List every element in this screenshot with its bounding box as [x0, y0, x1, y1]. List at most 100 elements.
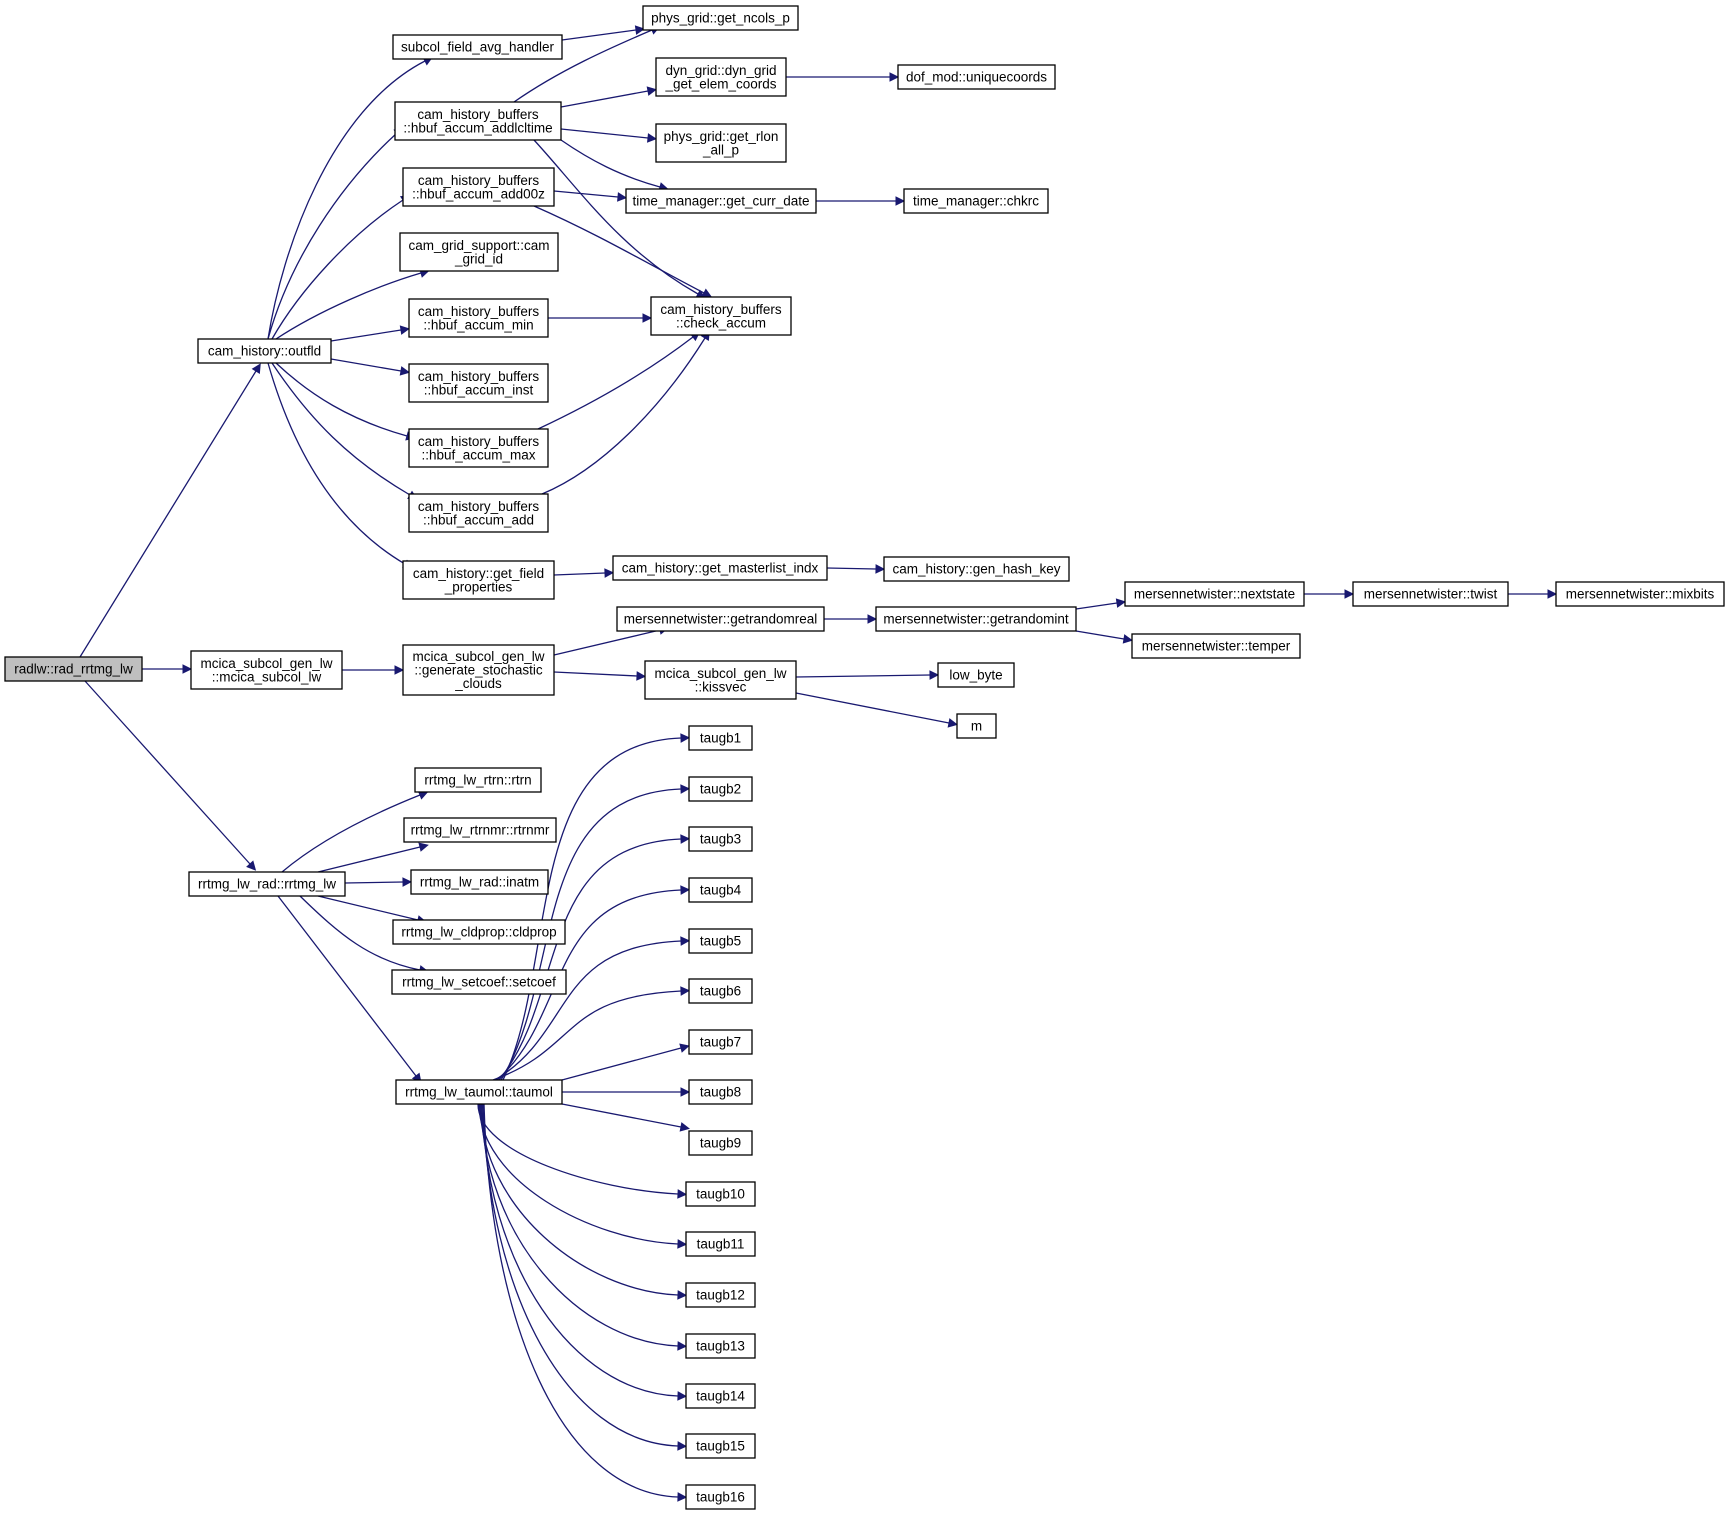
- node-label: rrtmg_lw_rad::inatm: [420, 875, 539, 890]
- node-label: ::check_accum: [676, 315, 766, 330]
- edge-line: [826, 567, 877, 570]
- node-label: low_byte: [949, 668, 1002, 683]
- node-taumol[interactable]: rrtmg_lw_taumol::taumol: [395, 1079, 563, 1105]
- node-chkrc[interactable]: time_manager::chkrc: [903, 188, 1049, 214]
- edge-taumol-to-taugb6: [492, 986, 691, 1081]
- node-gen-hash-key[interactable]: cam_history::gen_hash_key: [883, 556, 1070, 582]
- node-low-byte[interactable]: low_byte: [937, 662, 1015, 688]
- node-cldprop[interactable]: rrtmg_lw_cldprop::cldprop: [392, 919, 566, 945]
- node-hbuf-accum-max[interactable]: cam_history_buffers::hbuf_accum_max: [408, 428, 549, 468]
- node-get-ncols-p[interactable]: phys_grid::get_ncols_p: [642, 5, 799, 31]
- node-rad-rrtmg-lw[interactable]: radlw::rad_rrtmg_lw: [4, 656, 143, 682]
- node-box: [395, 1079, 563, 1105]
- node-rtrn[interactable]: rrtmg_lw_rtrn::rtrn: [414, 767, 542, 793]
- arrowhead-icon: [677, 1239, 688, 1249]
- node-box: [642, 5, 799, 31]
- node-hbuf-accum-addlcltime[interactable]: cam_history_buffers::hbuf_accum_addlclti…: [394, 101, 562, 141]
- node-kissvec[interactable]: mcica_subcol_gen_lw::kissvec: [644, 660, 797, 700]
- node-dyn-grid-get-elem-coords[interactable]: dyn_grid::dyn_grid_get_elem_coords: [655, 57, 787, 97]
- node-label: rrtmg_lw_taumol::taumol: [405, 1085, 553, 1100]
- node-cam-grid-id[interactable]: cam_grid_support::cam_grid_id: [399, 232, 559, 272]
- node-taugb2[interactable]: taugb2: [688, 776, 753, 802]
- node-hbuf-accum-add[interactable]: cam_history_buffers::hbuf_accum_add: [408, 493, 549, 533]
- node-generate-stochastic-clouds[interactable]: mcica_subcol_gen_lw::generate_stochastic…: [402, 644, 555, 696]
- node-box: [956, 713, 997, 739]
- node-box: [685, 1484, 756, 1510]
- node-get-curr-date[interactable]: time_manager::get_curr_date: [625, 188, 817, 214]
- node-taugb9[interactable]: taugb9: [688, 1130, 753, 1156]
- edge-taumol-to-taugb12: [479, 1103, 688, 1300]
- node-taugb16[interactable]: taugb16: [685, 1484, 756, 1510]
- node-label: mcica_subcol_gen_lw: [200, 656, 332, 671]
- arrowhead-icon: [617, 192, 628, 202]
- arrowhead-icon: [680, 733, 691, 743]
- node-label: _grid_id: [454, 251, 503, 266]
- node-rrtmg-lw[interactable]: rrtmg_lw_rad::rrtmg_lw: [188, 871, 346, 897]
- node-taugb13[interactable]: taugb13: [685, 1333, 756, 1359]
- node-label: rrtmg_lw_cldprop::cldprop: [401, 925, 556, 940]
- node-label: taugb14: [696, 1389, 745, 1404]
- edge-line: [477, 1103, 679, 1195]
- node-uniquecoords[interactable]: dof_mod::uniquecoords: [897, 64, 1056, 90]
- arrowhead-icon: [895, 196, 906, 206]
- node-outfld[interactable]: cam_history::outfld: [197, 338, 332, 364]
- node-box: [937, 662, 1015, 688]
- node-nextstate[interactable]: mersennetwister::nextstate: [1124, 581, 1305, 607]
- edge-line: [330, 358, 402, 372]
- node-label: cam_history_buffers: [660, 302, 782, 317]
- node-taugb10[interactable]: taugb10: [685, 1181, 756, 1207]
- node-box: [408, 363, 549, 403]
- edge-taumol-to-taugb10: [477, 1103, 688, 1199]
- node-taugb12[interactable]: taugb12: [685, 1282, 756, 1308]
- edge-line: [513, 29, 653, 103]
- node-get-masterlist-indx[interactable]: cam_history::get_masterlist_indx: [612, 555, 828, 581]
- node-hbuf-accum-min[interactable]: cam_history_buffers::hbuf_accum_min: [408, 298, 549, 338]
- arrowhead-icon: [680, 986, 691, 996]
- node-label: mersennetwister::mixbits: [1566, 587, 1715, 602]
- node-setcoef[interactable]: rrtmg_lw_setcoef::setcoef: [391, 969, 567, 995]
- node-label: phys_grid::get_ncols_p: [651, 11, 790, 26]
- edge-outfld-to-get_field_properties: [267, 362, 413, 569]
- node-box: [402, 167, 555, 207]
- node-mixbits[interactable]: mersennetwister::mixbits: [1555, 581, 1725, 607]
- edge-line: [275, 272, 422, 340]
- node-hbuf-accum-add00z[interactable]: cam_history_buffers::hbuf_accum_add00z: [402, 167, 555, 207]
- node-label: taugb3: [700, 832, 741, 847]
- node-label: ::hbuf_accum_max: [421, 447, 535, 462]
- node-taugb5[interactable]: taugb5: [688, 928, 753, 954]
- node-check-accum[interactable]: cam_history_buffers::check_accum: [650, 296, 792, 336]
- node-taugb6[interactable]: taugb6: [688, 978, 753, 1004]
- node-subcol-field-avg-handler[interactable]: subcol_field_avg_handler: [392, 34, 563, 60]
- node-taugb8[interactable]: taugb8: [688, 1079, 753, 1105]
- node-mcica-subcol-lw[interactable]: mcica_subcol_gen_lw::mcica_subcol_lw: [190, 650, 343, 690]
- node-m[interactable]: m: [956, 713, 997, 739]
- edge-hbuf_accum_addlcltime-to-dyn_grid_get_elem_coords: [560, 86, 657, 108]
- node-getrandomreal[interactable]: mersennetwister::getrandomreal: [616, 606, 825, 632]
- node-taugb15[interactable]: taugb15: [685, 1433, 756, 1459]
- edge-get_masterlist_indx-to-gen_hash_key: [826, 564, 886, 574]
- arrowhead-icon: [1115, 598, 1127, 608]
- node-taugb11[interactable]: taugb11: [685, 1231, 756, 1257]
- node-temper[interactable]: mersennetwister::temper: [1131, 633, 1301, 659]
- node-inatm[interactable]: rrtmg_lw_rad::inatm: [410, 869, 549, 895]
- node-box: [402, 560, 555, 600]
- node-box: [685, 1383, 756, 1409]
- node-taugb14[interactable]: taugb14: [685, 1383, 756, 1409]
- node-rtrnmr[interactable]: rrtmg_lw_rtrnmr::rtrnmr: [403, 817, 557, 843]
- edge-taumol-to-taugb5: [494, 936, 691, 1081]
- edge-taumol-to-taugb1: [502, 733, 691, 1081]
- node-get-field-properties[interactable]: cam_history::get_field_properties: [402, 560, 555, 600]
- node-taugb3[interactable]: taugb3: [688, 826, 753, 852]
- node-taugb4[interactable]: taugb4: [688, 877, 753, 903]
- node-taugb1[interactable]: taugb1: [688, 725, 753, 751]
- node-get-rlon-all-p[interactable]: phys_grid::get_rlon_all_p: [655, 123, 787, 163]
- edge-line: [330, 329, 402, 342]
- node-taugb7[interactable]: taugb7: [688, 1029, 753, 1055]
- edge-line: [317, 846, 421, 873]
- node-getrandomint[interactable]: mersennetwister::getrandomint: [875, 606, 1077, 632]
- node-label: _all_p: [702, 142, 739, 157]
- node-twist[interactable]: mersennetwister::twist: [1352, 581, 1509, 607]
- node-box: [688, 1130, 753, 1156]
- node-box: [625, 188, 817, 214]
- node-hbuf-accum-inst[interactable]: cam_history_buffers::hbuf_accum_inst: [408, 363, 549, 403]
